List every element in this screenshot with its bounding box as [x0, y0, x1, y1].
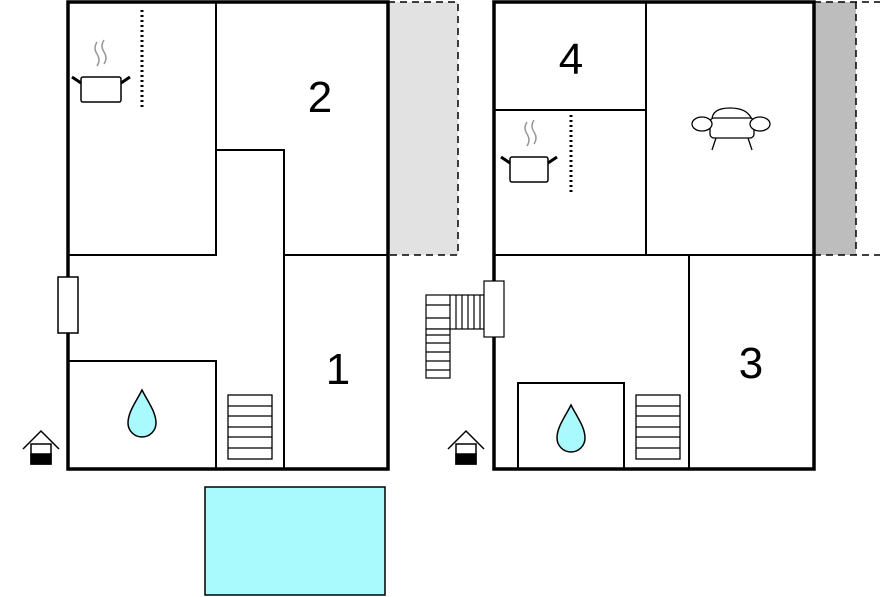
- room-1-label: 1: [326, 345, 350, 394]
- stairs-icon: [227, 394, 273, 460]
- cooking-pot-icon: [71, 39, 131, 103]
- water-drop-icon: [127, 388, 157, 438]
- left-floor: 2 1: [22, 0, 459, 596]
- left-terrace: [387, 1, 459, 256]
- cooking-pot-icon: [500, 119, 558, 183]
- left-interior-walls: [68, 2, 388, 469]
- stairs-icon: [635, 394, 681, 460]
- water-drop-icon: [556, 403, 586, 453]
- room-4-label: 4: [559, 35, 583, 84]
- sofa-icon: [691, 107, 771, 151]
- left-window: [57, 276, 79, 334]
- entrance-icon: [447, 429, 485, 465]
- right-floor: 4 3: [425, 0, 880, 471]
- right-terrace-outline: [814, 1, 880, 256]
- pool: [204, 486, 386, 596]
- external-stairs-icon: [425, 280, 505, 379]
- right-outer-wall: [492, 0, 816, 471]
- entrance-icon: [22, 429, 60, 465]
- right-terrace: [814, 2, 856, 255]
- right-interior-walls: [494, 2, 814, 469]
- room-3-label: 3: [739, 339, 763, 388]
- room-2-label: 2: [308, 73, 332, 122]
